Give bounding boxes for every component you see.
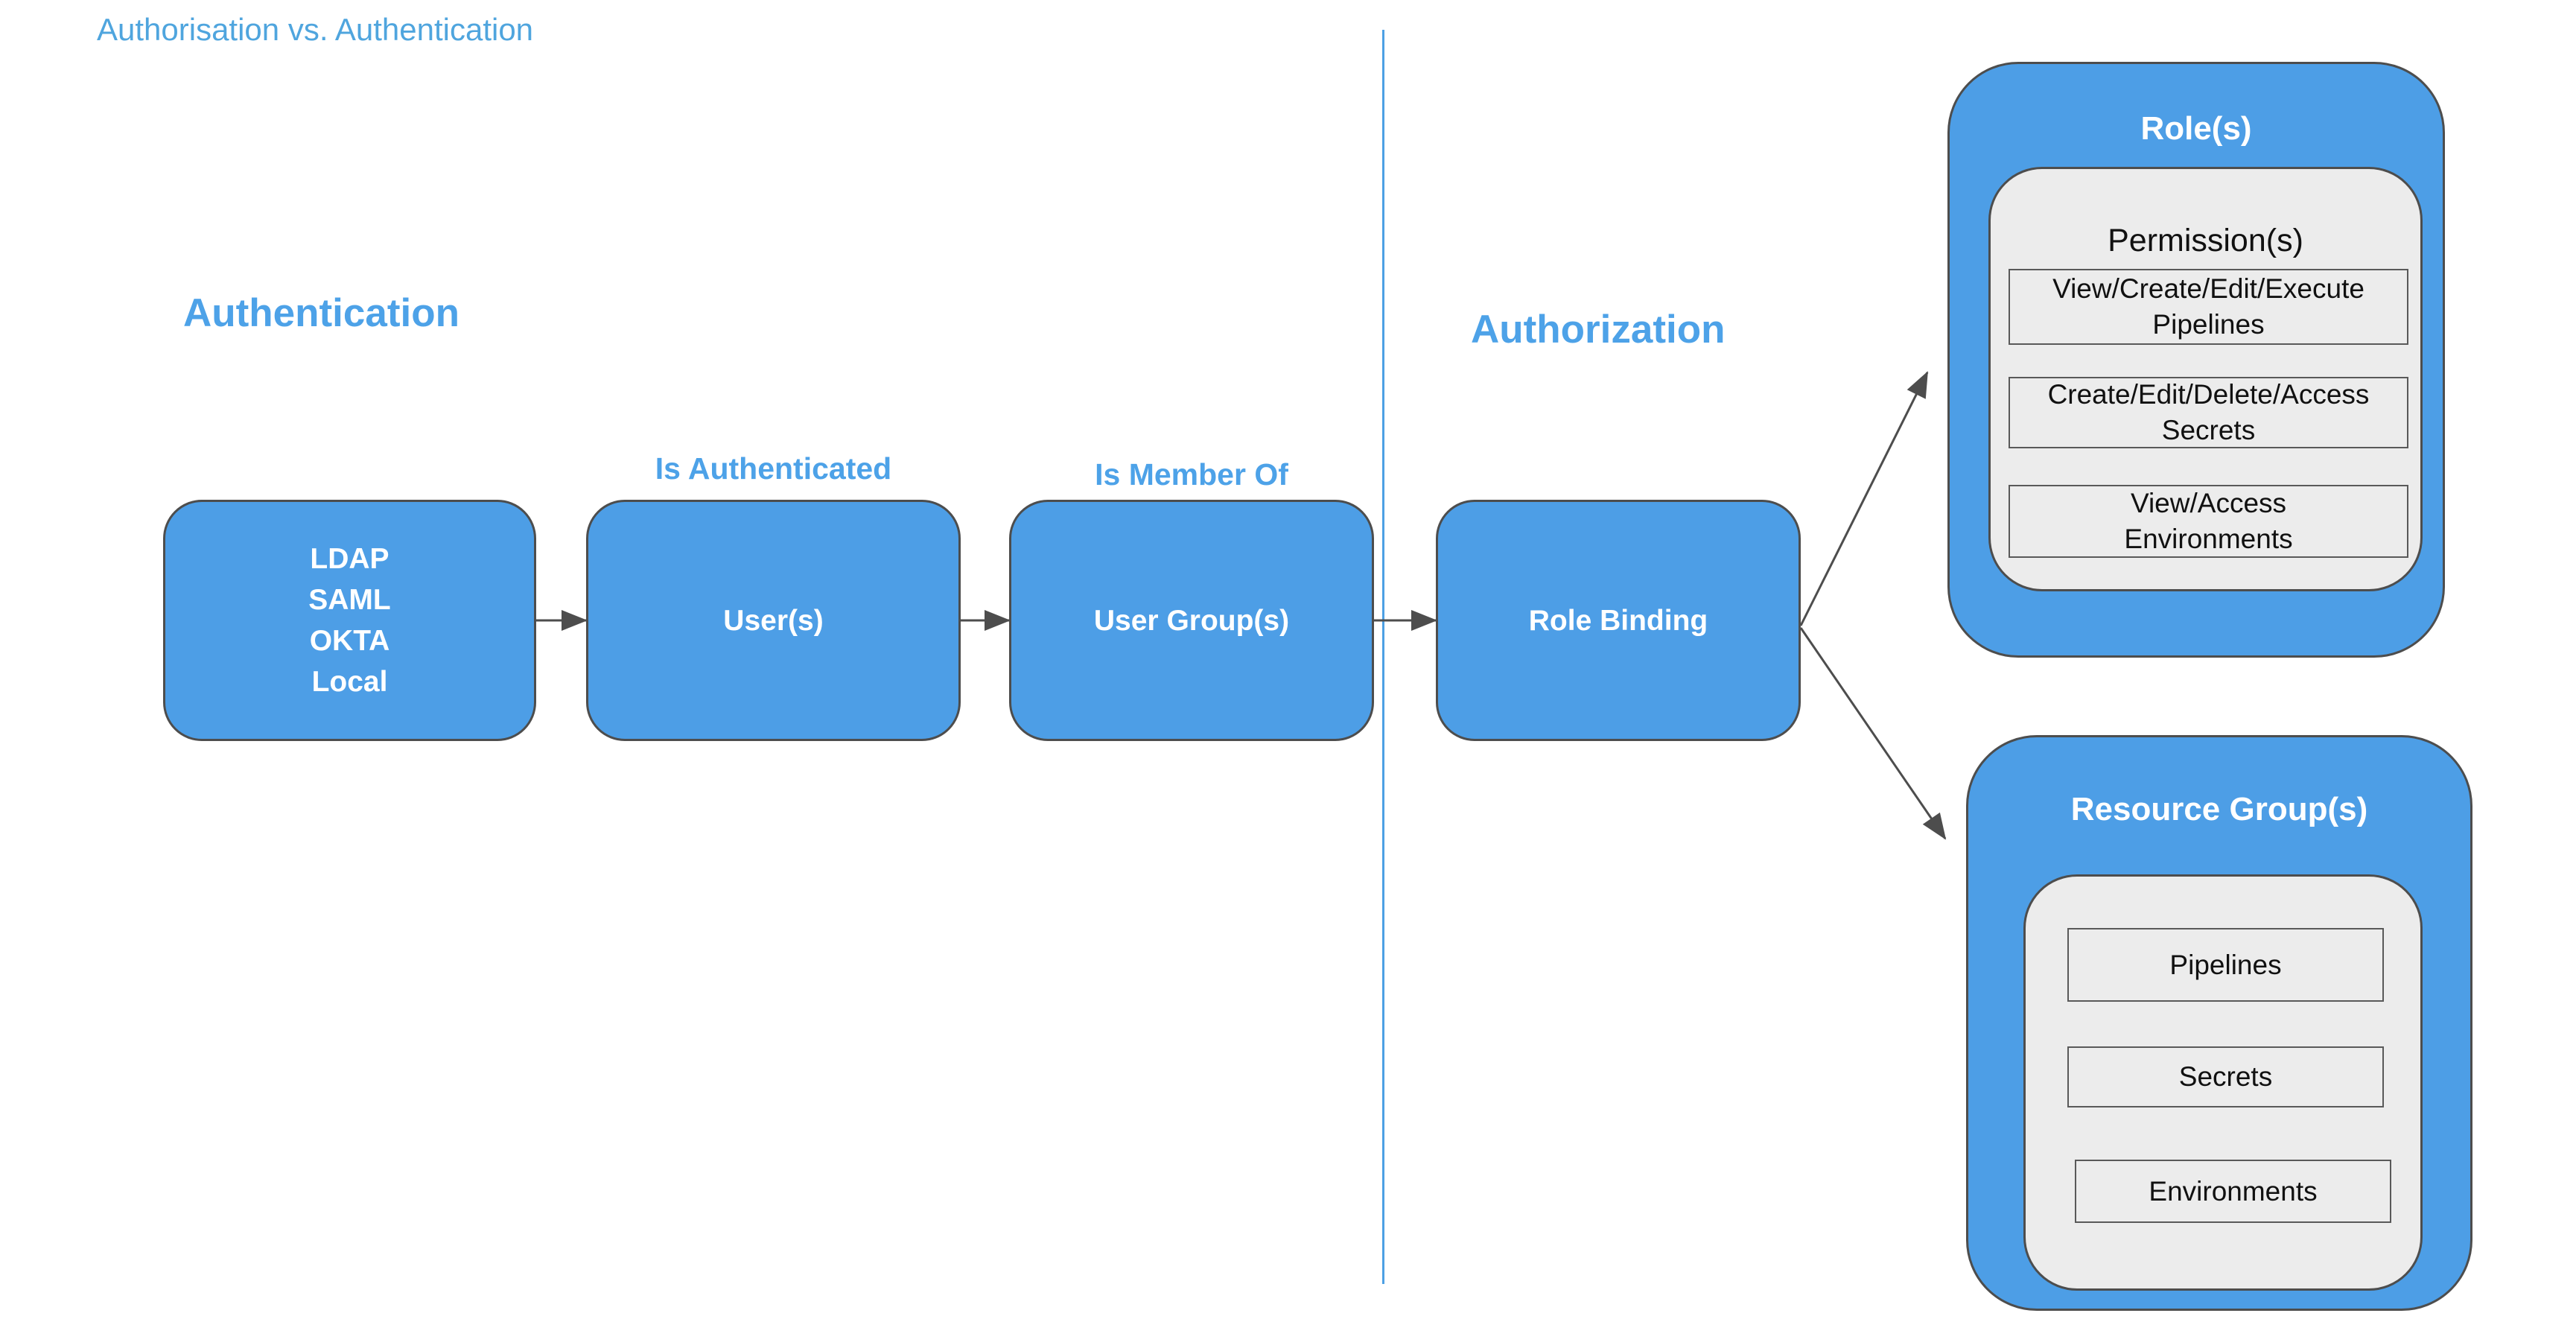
resource-item: Secrets — [2067, 1046, 2384, 1107]
arrow-rolebinding-to-roles — [1799, 371, 1929, 626]
edge-label-is-member-of: Is Member Of — [1095, 457, 1288, 492]
section-heading-authorization: Authorization — [1471, 308, 1726, 352]
resource-item: Environments — [2075, 1160, 2391, 1223]
page-title: Authorisation vs. Authentication — [97, 12, 534, 47]
arrow-rolebinding-to-resourcegroups — [1799, 627, 1947, 840]
section-heading-authentication: Authentication — [183, 291, 459, 335]
edge-label-is-authenticated: Is Authenticated — [655, 451, 892, 486]
permission-item: View/Access Environments — [2009, 485, 2408, 558]
resources-group: Pipelines Secrets Environments — [2023, 874, 2423, 1291]
permissions-group: Permission(s) View/Create/Edit/Execute P… — [1988, 167, 2423, 591]
permission-item: View/Create/Edit/Execute Pipelines — [2009, 269, 2408, 345]
permissions-title: Permission(s) — [2108, 223, 2303, 258]
permission-item: Create/Edit/Delete/Access Secrets — [2009, 377, 2408, 448]
resource-item: Pipelines — [2067, 928, 2384, 1002]
container-resource-groups: Resource Group(s) Pipelines Secrets Envi… — [1966, 735, 2472, 1311]
container-roles-title: Role(s) — [2140, 110, 2252, 147]
section-divider-line — [1382, 30, 1384, 1284]
node-identity-providers: LDAP SAML OKTA Local — [163, 500, 536, 741]
container-resource-groups-title: Resource Group(s) — [2070, 791, 2368, 827]
node-user-groups: User Group(s) — [1009, 500, 1374, 741]
node-role-binding: Role Binding — [1436, 500, 1801, 741]
container-roles: Role(s) Permission(s) View/Create/Edit/E… — [1947, 62, 2445, 658]
node-users: User(s) — [586, 500, 961, 741]
